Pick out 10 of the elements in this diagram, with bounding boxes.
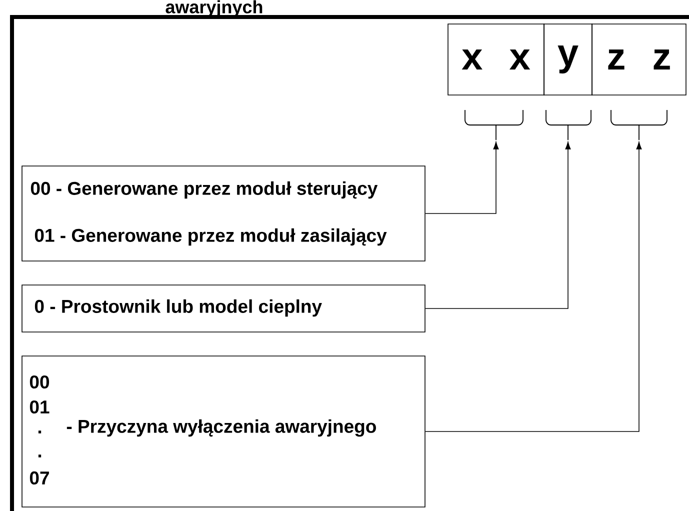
description-box: 00 - Generowane przez moduł sterujący 01 - Generowane przez moduł zasilający xyxy=(22,166,426,262)
code-cell: y xyxy=(544,24,592,96)
arrow xyxy=(425,142,571,309)
description-box: 0 - Prostownik lub model cieplny xyxy=(22,284,426,332)
heading-text: awaryjnych xyxy=(166,0,262,17)
code-cell: x x xyxy=(448,24,544,96)
arrow xyxy=(425,142,642,432)
code-cell: z z xyxy=(592,24,686,96)
description-box: 00 01 . . 07 - Przyczyna wyłączenia awaryjnego xyxy=(22,356,426,508)
arrow xyxy=(425,142,499,214)
